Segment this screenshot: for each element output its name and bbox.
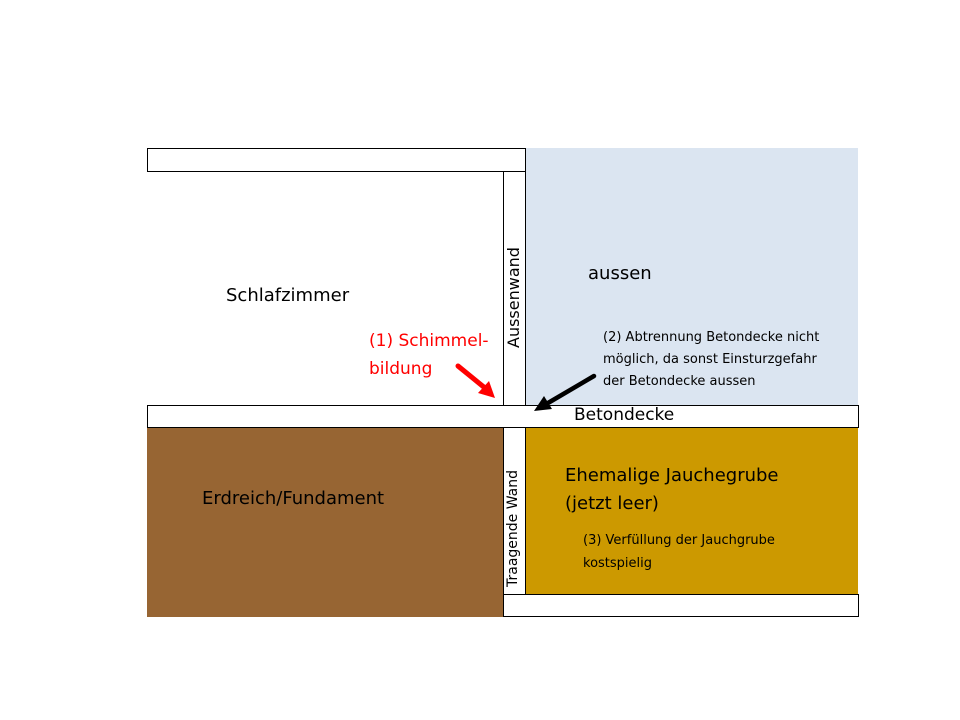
red-arrow-icon — [455, 363, 495, 398]
separation-note-line2: möglich, da sonst Einsturzgefahr — [603, 352, 817, 367]
soil-foundation-area — [147, 428, 504, 617]
bedroom-label: Schlafzimmer — [226, 285, 350, 306]
separation-note-line1: (2) Abtrennung Betondecke nicht — [603, 330, 820, 345]
cesspit-label-line2: (jetzt leer) — [565, 493, 659, 514]
soil-label: Erdreich/Fundament — [202, 488, 385, 509]
outside-label: aussen — [588, 263, 652, 284]
filling-note-line2: kostspielig — [583, 556, 652, 571]
outside-area — [525, 148, 858, 406]
separation-note-line3: der Betondecke aussen — [603, 374, 756, 389]
concrete-slab — [147, 405, 859, 428]
roof-slab — [147, 148, 526, 172]
cesspit-label-line1: Ehemalige Jauchegrube — [565, 465, 779, 486]
former-cesspit-area — [525, 428, 858, 594]
concrete-slab-label: Betondecke — [574, 405, 675, 425]
load-bearing-wall-label: Traagende Wand — [505, 469, 521, 587]
mold-note-line2: bildung — [369, 359, 433, 379]
mold-note-line1: (1) Schimmel- — [369, 331, 489, 351]
filling-note-line1: (3) Verfüllung der Jauchgrube — [583, 533, 775, 548]
floor-slab — [503, 594, 859, 617]
outer-wall-label: Aussenwand — [504, 247, 523, 348]
